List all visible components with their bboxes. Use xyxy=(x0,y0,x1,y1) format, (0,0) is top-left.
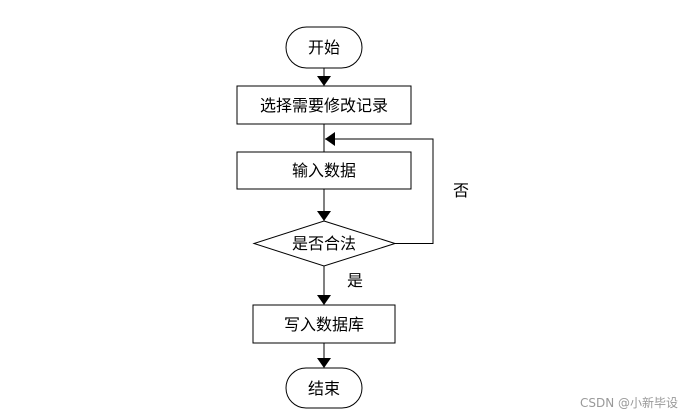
input-data-label: 输入数据 xyxy=(292,161,356,180)
end-terminal-shape xyxy=(285,367,363,409)
select-record-node: 选择需要修改记录 xyxy=(236,85,412,125)
end-node: 结束 xyxy=(285,367,363,409)
yes-branch-label: 是 xyxy=(347,271,363,290)
arrow-decision-no-loop xyxy=(325,132,434,244)
end-label: 结束 xyxy=(308,379,340,398)
start-label: 开始 xyxy=(308,38,340,57)
select-record-box xyxy=(236,85,412,125)
write-db-node: 写入数据库 xyxy=(252,304,396,344)
input-data-node: 输入数据 xyxy=(236,151,412,190)
watermark-text: CSDN @小新毕设 xyxy=(580,395,678,410)
decision-label: 是否合法 xyxy=(292,234,356,253)
start-node: 开始 xyxy=(285,26,363,69)
no-branch-label: 否 xyxy=(453,181,469,200)
select-record-label: 选择需要修改记录 xyxy=(260,96,388,115)
decision-node: 是否合法 xyxy=(252,220,397,267)
write-db-label: 写入数据库 xyxy=(284,315,364,334)
